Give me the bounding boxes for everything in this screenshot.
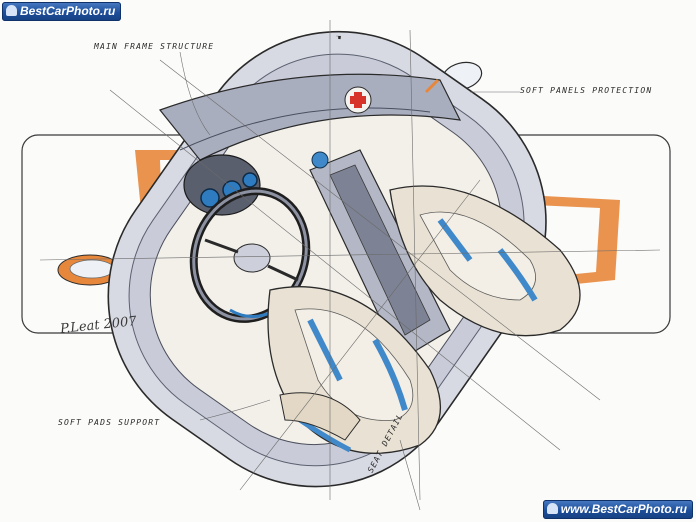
watermark-bottom-text: www.BestCarPhoto.ru xyxy=(560,502,687,516)
watermark-bottom[interactable]: www.BestCarPhoto.ru xyxy=(542,500,693,519)
annotation-main-frame: MAIN FRAME STRUCTURE xyxy=(94,42,215,51)
watermark-top-text: BestCarPhoto.ru xyxy=(20,4,116,18)
logo-icon xyxy=(6,5,17,16)
passenger-seat xyxy=(389,185,581,337)
watermark-top[interactable]: BestCarPhoto.ru xyxy=(2,2,122,21)
annotation-soft-panels: SOFT PANELS PROTECTION xyxy=(520,86,653,95)
logo-icon xyxy=(546,503,558,514)
dashboard xyxy=(159,73,462,161)
construction-lines xyxy=(39,20,661,511)
red-cross-icon xyxy=(344,86,372,114)
annotation-soft-pads: SOFT PADS SUPPORT xyxy=(58,418,161,427)
soft-pad xyxy=(279,392,361,441)
